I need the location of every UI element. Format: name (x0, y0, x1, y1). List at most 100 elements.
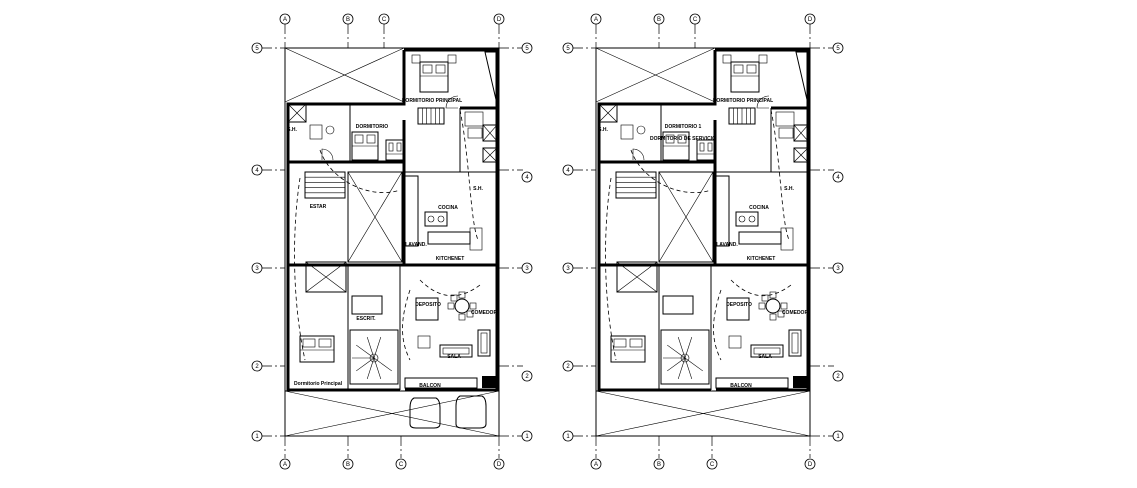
closet-x (305, 261, 347, 293)
stair-tread (677, 357, 686, 380)
axis-col-bottom-label: C (710, 462, 715, 468)
pillow (422, 64, 433, 74)
car (409, 397, 441, 429)
axis-col-bottom-label: D (497, 462, 502, 468)
door-swing (756, 95, 770, 109)
electrical-run (294, 177, 306, 361)
electrical-run (713, 289, 722, 361)
armchair (728, 335, 742, 349)
pillow (435, 64, 446, 74)
room-label-dormitorio: DORMITORIO 1 (665, 124, 702, 130)
axis-col-bottom-label: A (283, 462, 287, 468)
axis-col-bottom-bubble (706, 458, 718, 470)
balcony-rail (715, 377, 789, 389)
room-label-cocina: COCINA (438, 205, 458, 211)
axis-col-top-bubble (493, 13, 505, 25)
room-label-comedor: COMEDOR (471, 310, 498, 316)
axis-col-bottom-bubble (493, 458, 505, 470)
stair-tread (373, 336, 382, 359)
electrical-run (419, 279, 481, 297)
stair-tread (677, 336, 686, 359)
pillow (388, 142, 394, 152)
room-label-dormitorio-principal: DORMITORIO PRINCIPAL (402, 98, 462, 104)
axis-row-left-label: 3 (566, 266, 570, 272)
pillow (613, 338, 627, 348)
room-label-sala: SALA (758, 354, 772, 360)
sofa (477, 329, 491, 357)
duct (482, 147, 498, 163)
room-label-dormitorio-principal: DORMITORIO PRINCIPAL (713, 98, 773, 104)
axis-row-right-label: 4 (525, 175, 529, 181)
door-swing (321, 148, 334, 161)
axis-row-left-label: 5 (566, 46, 570, 52)
deposito-box (726, 297, 750, 321)
room-label-comedor: COMEDOR (782, 310, 809, 316)
axis-col-top-label: B (657, 17, 661, 23)
chair (758, 302, 766, 310)
toilet (620, 124, 634, 140)
duct-diag (793, 147, 809, 163)
nightstand (722, 54, 732, 64)
pillow (677, 134, 687, 144)
axis-row-right-label: 1 (525, 434, 529, 440)
spiral-stair-frame (349, 329, 399, 385)
axis-row-left-bubble (562, 262, 574, 274)
stair-tread (366, 336, 375, 359)
axis-col-top-label: D (808, 17, 813, 23)
axis-row-right-bubble (521, 370, 533, 382)
fridge (469, 227, 483, 251)
bed (610, 335, 646, 363)
bathtub (775, 111, 795, 127)
axis-col-top-bubble (590, 13, 602, 25)
nightstand (411, 54, 421, 64)
axis-col-top-bubble (378, 13, 390, 25)
pillow (629, 338, 643, 348)
stair-tread (667, 357, 686, 372)
toilet (778, 127, 794, 139)
axis-col-bottom-label: C (399, 462, 404, 468)
counter (427, 231, 471, 245)
axis-row-right-label: 2 (525, 374, 529, 380)
axis-row-left-label: 3 (255, 266, 259, 272)
duct-diag (482, 147, 498, 163)
axis-row-left-bubble (251, 164, 263, 176)
sofa-cushion (753, 347, 781, 355)
desk (662, 295, 694, 315)
axis-col-top-label: D (497, 17, 502, 23)
closet-x (616, 261, 658, 293)
axis-row-right-label: 5 (836, 46, 840, 52)
lightwell (347, 171, 403, 263)
sink (325, 125, 335, 135)
shaft-diag (287, 103, 307, 123)
dining-table (454, 298, 470, 314)
garden-diag (284, 390, 500, 437)
room-label-dormitorio-servicio: DORMITORIO DE SERVICIO (650, 136, 716, 142)
wedge (795, 51, 809, 105)
bed (419, 61, 449, 93)
stair-tread (356, 357, 375, 372)
electrical-run (402, 289, 411, 361)
nightstand (447, 54, 457, 64)
sofa-cushion (791, 332, 799, 354)
stair-core (369, 353, 379, 363)
room-label-sh-right: S.H. (784, 186, 794, 192)
axis-row-left-bubble (562, 360, 574, 372)
axis-col-top-label: A (283, 17, 287, 23)
nightstand (758, 54, 768, 64)
property-boundary (284, 47, 500, 437)
planter (482, 376, 496, 388)
axis-row-right-label: 3 (836, 266, 840, 272)
pillow (707, 142, 713, 152)
axis-row-left-bubble (562, 164, 574, 176)
fridge (780, 227, 794, 251)
axis-row-right-bubble (521, 430, 533, 442)
axis-col-bottom-bubble (804, 458, 816, 470)
axis-col-top-label: B (346, 17, 350, 23)
exterior-wall (405, 108, 499, 392)
toilet (309, 124, 323, 140)
room-label-kitchenet: KITCHENET (436, 256, 465, 262)
counter (738, 231, 782, 245)
pillow (302, 338, 316, 348)
